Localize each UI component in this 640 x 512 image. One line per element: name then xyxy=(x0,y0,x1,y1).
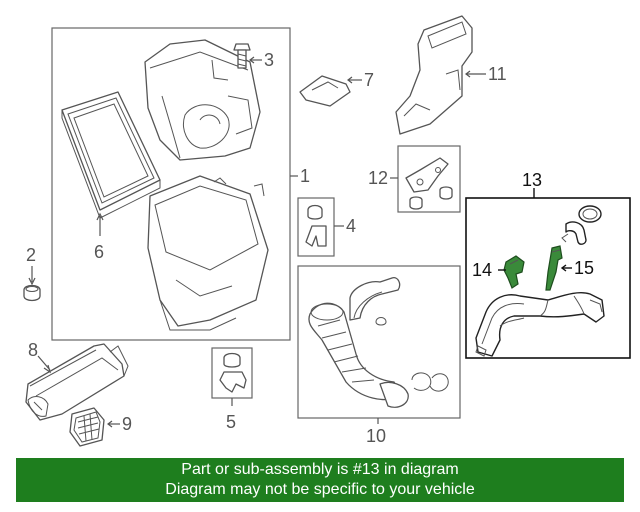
callout-11: 11 xyxy=(488,64,507,84)
air-filter-element xyxy=(61,91,161,219)
intake-hose-frame xyxy=(297,265,461,419)
grommet-2: 2 xyxy=(23,245,41,302)
upper-housing-cover xyxy=(144,39,261,161)
callout-15: 15 xyxy=(574,258,594,278)
charge-pipe xyxy=(475,291,605,357)
callout-1: 1 xyxy=(300,166,310,186)
resonator-11: 11 xyxy=(395,15,507,135)
callout-12: 12 xyxy=(368,168,388,188)
callout-3: 3 xyxy=(264,50,274,70)
mass-airflow-sensor-7: 7 xyxy=(299,70,374,107)
clip-4-frame xyxy=(297,197,335,257)
bracket-12-frame xyxy=(397,145,461,213)
retaining-clip xyxy=(561,221,587,245)
sub-assembly-13: 13 14 xyxy=(465,170,631,359)
callout-7: 7 xyxy=(364,70,374,90)
bolt-3: 3 xyxy=(233,43,274,70)
banner-line-1: Part or sub-assembly is #13 in diagram xyxy=(181,461,459,478)
mount-5: 5 xyxy=(211,347,253,432)
callout-2: 2 xyxy=(26,245,36,265)
o-ring xyxy=(578,205,602,223)
banner-line-2: Diagram may not be specific to your vehi… xyxy=(165,481,475,498)
sensor-15: 15 xyxy=(545,245,594,291)
callout-10: 10 xyxy=(366,426,386,446)
callout-4: 4 xyxy=(346,216,356,236)
sub-assembly-13-frame xyxy=(465,197,631,359)
clip-4: 4 xyxy=(297,197,356,257)
info-banner: Part or sub-assembly is #13 in diagram D… xyxy=(16,458,624,502)
callout-13: 13 xyxy=(522,170,542,190)
sensor-14: 14 xyxy=(472,255,525,289)
callout-9: 9 xyxy=(122,414,132,434)
bracket-12: 12 xyxy=(368,145,461,213)
grille-9: 9 xyxy=(69,407,132,447)
callout-14: 14 xyxy=(472,260,492,280)
intake-duct-8: 8 xyxy=(25,340,129,421)
callout-8: 8 xyxy=(28,340,38,360)
air-cleaner-frame xyxy=(51,27,291,341)
callout-6: 6 xyxy=(94,242,104,262)
intake-hose-10: 10 xyxy=(297,265,461,446)
air-cleaner-assembly-group: 1 6 xyxy=(51,27,310,341)
callout-5: 5 xyxy=(226,412,236,432)
lower-housing xyxy=(147,175,269,331)
